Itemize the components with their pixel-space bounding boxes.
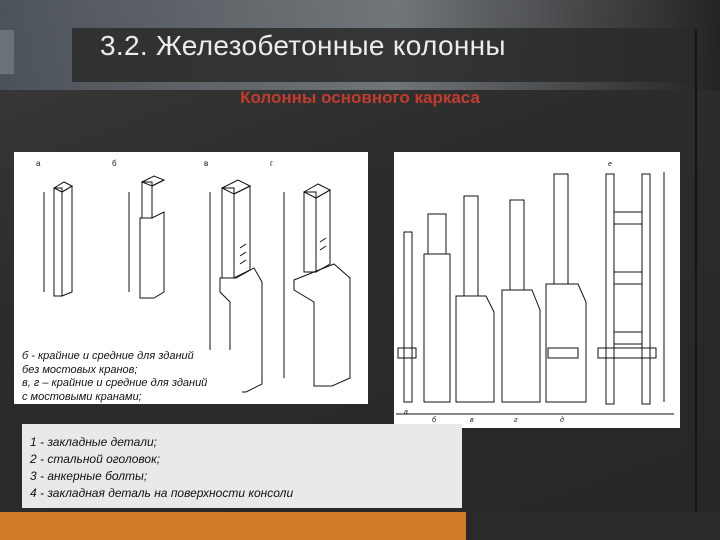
view-label-b: б xyxy=(112,159,117,168)
drawing-caption: б - крайние и средние для зданий без мос… xyxy=(22,350,242,404)
view-label-v: в xyxy=(204,159,208,168)
slide-title: 3.2. Железобетонные колонны xyxy=(100,30,506,61)
elevation-label-b: б xyxy=(432,416,437,424)
slide-subtitle: Колонны основного каркаса xyxy=(240,88,480,107)
legend-box: 1 - закладные детали; 2 - стальной оголо… xyxy=(22,424,462,508)
elevation-label-e: е xyxy=(608,161,612,168)
elevation-label-v: в xyxy=(470,417,474,424)
caption-line: с мостовыми кранами; xyxy=(22,390,142,403)
footer-dark-bar xyxy=(470,512,720,540)
elevation-label-d: д xyxy=(560,416,564,424)
view-label-g: г xyxy=(270,159,273,168)
elevation-label-a: а xyxy=(404,409,408,416)
caption-line: без мостовых кранов; xyxy=(22,363,138,376)
decorative-vertical-line xyxy=(695,30,697,540)
caption-line: б - крайние и средние для зданий xyxy=(22,350,194,362)
column-drawing-svg: а б в г xyxy=(36,159,351,393)
legend-item: 4 - закладная деталь на поверхности конс… xyxy=(30,486,294,500)
view-label-a: а xyxy=(36,159,41,168)
elevation-drawing-svg: а б в г д е xyxy=(396,161,674,424)
footer-accent-bar xyxy=(0,512,466,540)
legend-item: 1 - закладные детали; xyxy=(30,435,157,449)
legend-item: 2 - стальной оголовок; xyxy=(30,452,161,466)
caption-line: в, г – крайние и средние для зданий xyxy=(22,377,208,389)
decorative-square xyxy=(0,30,14,74)
column-elevation-drawing: а б в г д е xyxy=(394,152,680,428)
legend-item: 3 - анкерные болты; xyxy=(30,469,148,483)
title-panel xyxy=(72,28,698,82)
elevation-label-g: г xyxy=(514,417,518,424)
